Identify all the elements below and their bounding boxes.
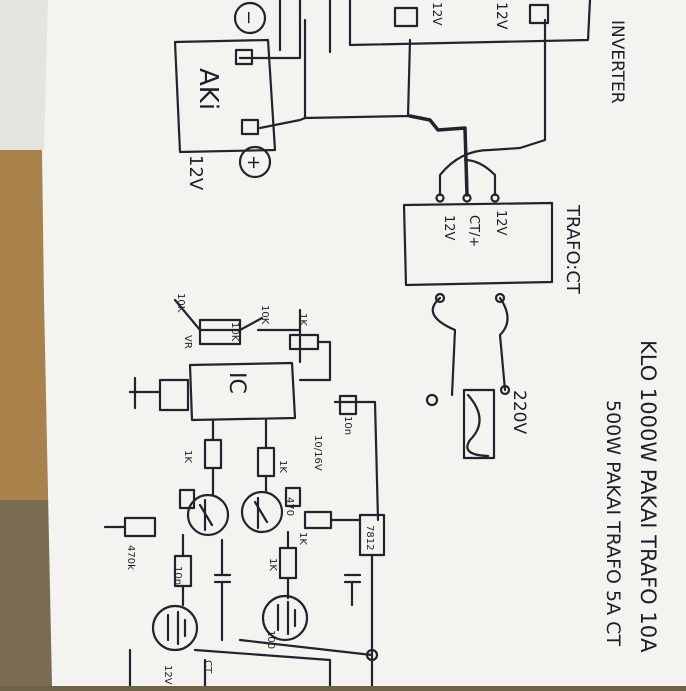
battery-voltage: 12V: [185, 155, 206, 191]
battery-name: AKi: [193, 68, 223, 110]
battery-name-group: AKi: [193, 68, 223, 110]
component-value-label: CT: [202, 660, 213, 674]
paper-under: [0, 0, 48, 150]
component-value-label: 12V: [162, 665, 173, 685]
mosfet-right: [261, 594, 309, 642]
trafo-box: [402, 201, 554, 287]
note-line-1: KLO 1000W PAKAI TRAFO 10A: [636, 340, 660, 653]
component-value-label: 10n: [342, 416, 353, 435]
mosfet-left: [151, 604, 199, 652]
ic-box: [188, 361, 297, 422]
battery-voltage-group: 12V: [185, 155, 206, 191]
battery-box: [173, 38, 277, 154]
battery-minus: −: [238, 10, 259, 25]
note-line-2: 500W PAKAI TRAFO 5A CT: [602, 400, 624, 646]
component-value-label: 10n: [172, 566, 183, 585]
plus-terminal-circle: [238, 145, 272, 179]
component-value-label: 1K: [267, 558, 278, 571]
component-value-label: 10K: [229, 322, 240, 342]
component-value-label: 100: [265, 630, 276, 649]
trafo-primary-left: 12V: [441, 215, 456, 241]
ink-lines: [103, 0, 592, 688]
inverter-box: [348, 0, 592, 47]
component-value-label: 7812: [364, 525, 375, 550]
battery-plus: +: [243, 155, 264, 170]
transistor-right: [240, 490, 284, 534]
trafo-primary-center: CT/+: [466, 215, 481, 247]
component-value-label: VR: [182, 335, 193, 349]
inverter-label: INVERTER: [607, 20, 627, 104]
component-value-label: 1K: [297, 532, 308, 545]
component-value-label: 470: [284, 497, 295, 516]
component-value-label: 1K: [277, 460, 288, 473]
trafo-primary-right: 12V: [493, 210, 508, 236]
component-value-label: 1K: [182, 450, 193, 463]
component-value-label: 10K: [259, 305, 270, 325]
ic-label: IC: [224, 372, 249, 394]
inverter-terminal-voltage: 12V: [493, 2, 509, 30]
trafo-output-voltage: 220V: [509, 390, 529, 434]
transistor-left: [186, 493, 230, 537]
component-value-label: 470k: [125, 545, 136, 570]
trafo-label: TRAFO:CT: [562, 204, 583, 295]
inverter-terminal-voltage-2: 12V: [430, 2, 444, 26]
component-labels: 10K VR 10K 10K 1K 10n 10/16V 1K 1K 470 1K 7812 470k 1…: [125, 293, 375, 685]
component-value-label: 1K: [297, 313, 308, 326]
component-value-label: 10K: [175, 293, 186, 313]
minus-terminal-circle: [233, 1, 267, 35]
component-value-label: 10/16V: [312, 435, 323, 471]
paper-sheet: [40, 0, 686, 686]
